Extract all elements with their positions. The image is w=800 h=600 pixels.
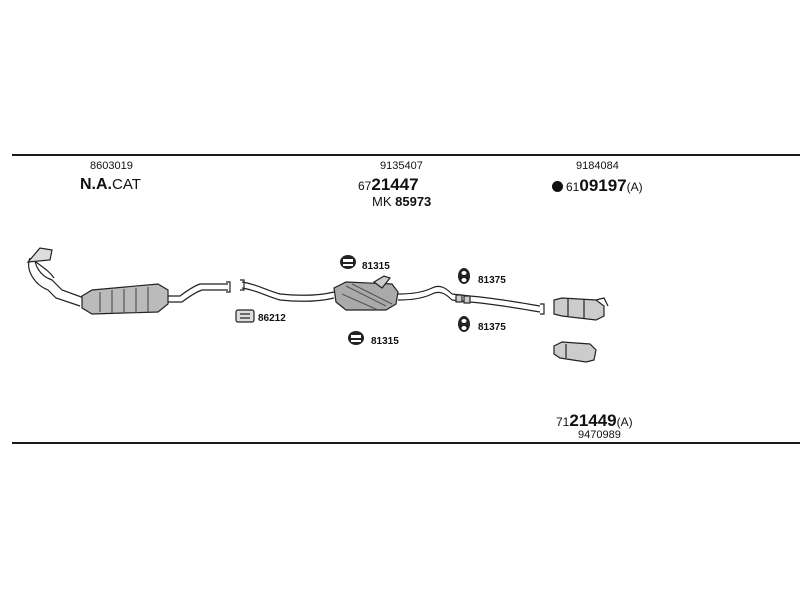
tail-kit-number: 6109197(A) <box>552 177 643 194</box>
middle-kit-prefix: 67 <box>358 179 372 193</box>
rubber-mounts <box>340 255 470 345</box>
bottom-kit-number: 7121449(A) <box>556 412 633 429</box>
middle-kit-number: 21447 <box>371 175 419 194</box>
mount-label-81375-top: 81375 <box>478 275 506 286</box>
bottom-divider-line <box>12 442 800 444</box>
tail-pipe <box>553 297 609 321</box>
cat-label: N.A.CAT <box>80 177 141 193</box>
cat-label-bold: N.A. <box>80 176 112 193</box>
part-number-8603019: 8603019 <box>90 160 133 172</box>
part-number-9184084: 9184084 <box>576 160 619 172</box>
bottom-kit-suffix: (A) <box>616 415 633 429</box>
part-number-9135407: 9135407 <box>380 160 423 172</box>
cat-label-rest: CAT <box>112 176 141 193</box>
mk-prefix: MK <box>372 194 392 209</box>
mount-81375-bottom <box>458 316 470 332</box>
top-divider-line <box>12 154 800 156</box>
tail-kit-number: 09197 <box>579 176 627 195</box>
bottom-kit-prefix: 71 <box>556 415 570 429</box>
mk-label: MK 85973 <box>372 195 431 208</box>
mount-81375-top <box>458 268 470 284</box>
bullet-icon <box>552 181 563 192</box>
gasket-86212 <box>235 309 255 323</box>
mount-label-81315-bottom: 81315 <box>371 336 399 347</box>
middle-muffler-kit-number: 6721447 <box>358 176 419 193</box>
gasket-label-86212: 86212 <box>258 313 286 324</box>
tail-kit-suffix: (A) <box>626 180 643 194</box>
mount-81315-bottom <box>348 331 364 345</box>
front-pipe-manifold <box>26 247 85 307</box>
mount-label-81315-top: 81315 <box>362 261 390 272</box>
tail-pipe-tip <box>553 341 597 363</box>
rear-pipe <box>451 293 545 315</box>
bottom-kit-number-main: 21449 <box>569 411 617 430</box>
mount-label-81375-bottom: 81375 <box>478 322 506 333</box>
mk-number: 85973 <box>395 194 432 209</box>
mount-81315-top <box>340 255 356 269</box>
tail-kit-prefix: 61 <box>566 180 580 194</box>
part-number-9470989: 9470989 <box>578 429 621 441</box>
middle-pipe-muffler <box>240 275 453 311</box>
catalytic-converter <box>81 281 231 315</box>
